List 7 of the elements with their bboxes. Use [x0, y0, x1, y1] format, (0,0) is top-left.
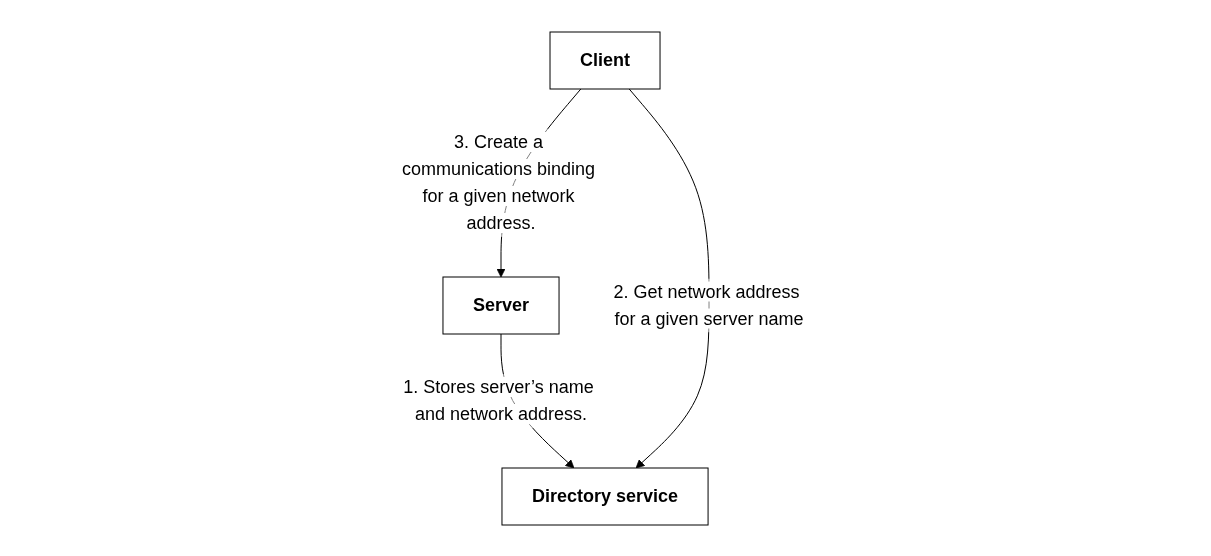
- arrow: [629, 88, 710, 468]
- node-box: Client: [550, 31, 661, 89]
- node-box: Directory service: [501, 467, 710, 525]
- edge-label: 3. Create a communications binding for a given network address.: [402, 131, 596, 233]
- edge-label: 1. Stores server’s name and network address.: [403, 376, 595, 424]
- node-box: Server: [442, 276, 560, 334]
- edge-label: 2. Get network address for a given server name: [613, 281, 805, 328]
